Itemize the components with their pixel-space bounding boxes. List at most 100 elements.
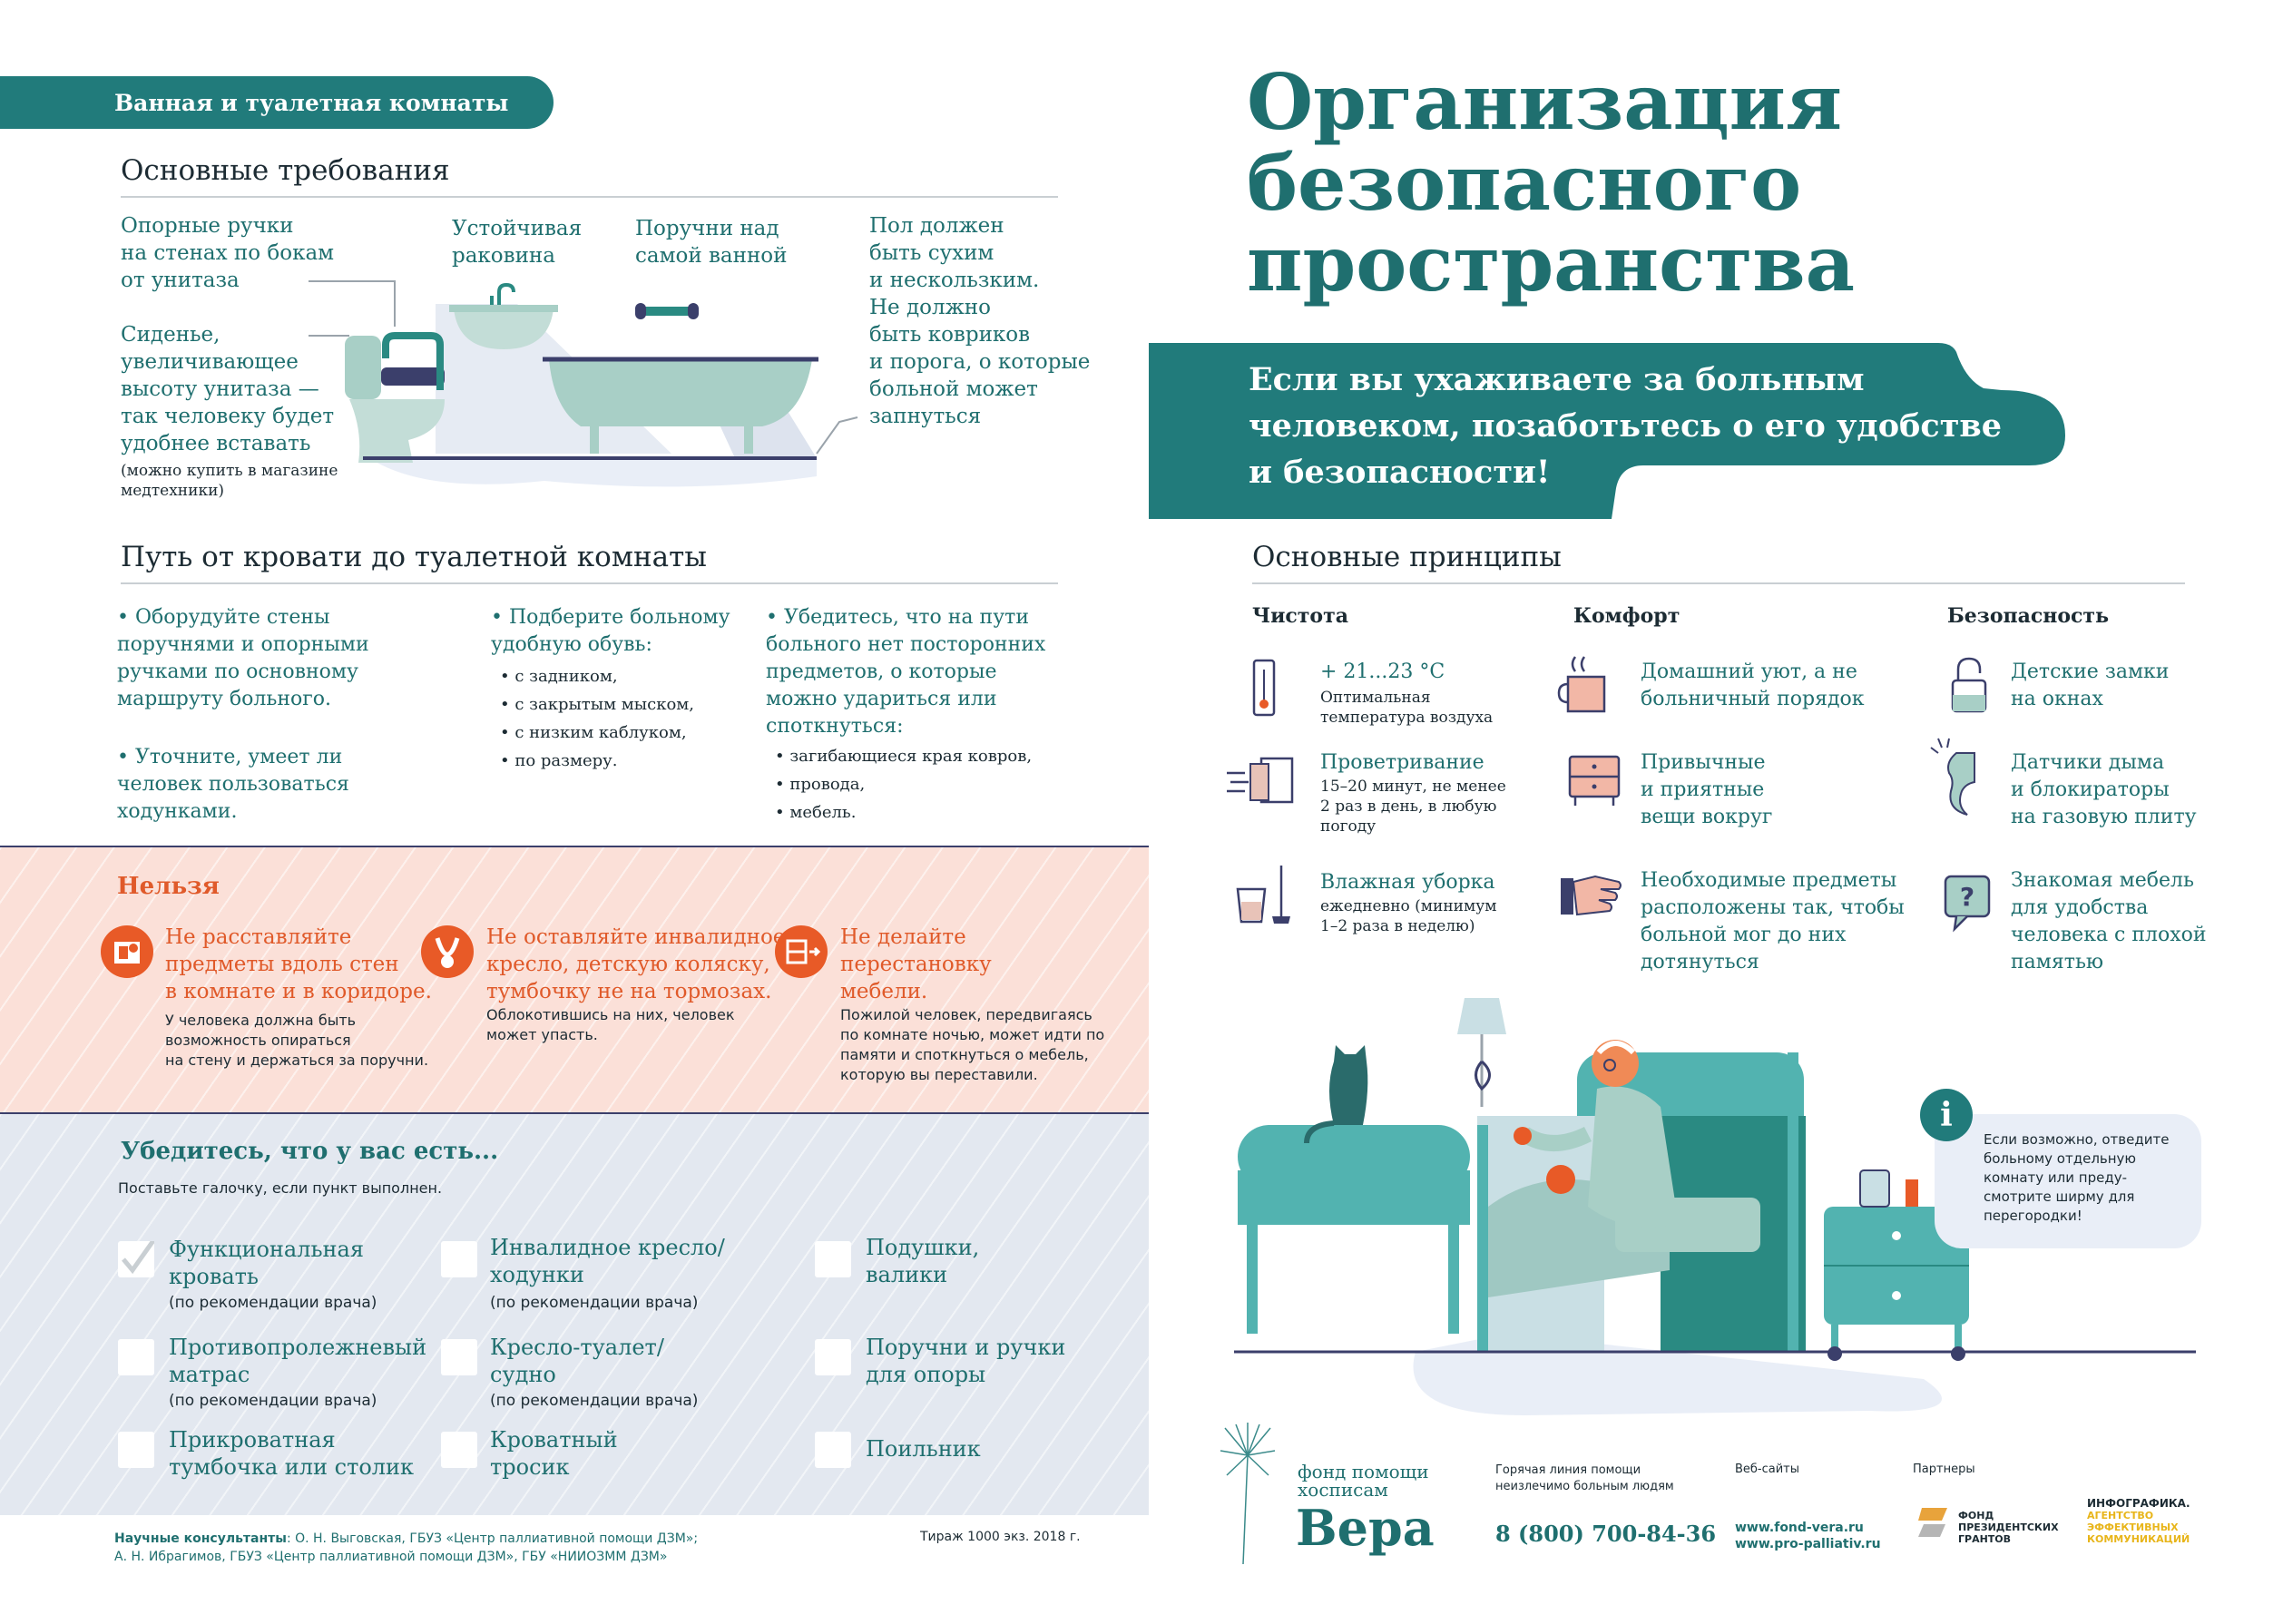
principle-col-comfort: Комфорт [1573, 604, 1680, 628]
dont-3-text: Пожилой человек, передвигаясь по комнате… [840, 1006, 1105, 1083]
hotline-phone[interactable]: 8 (800) 700-84-36 [1495, 1521, 1717, 1547]
consultants-credit: Научные консультанты: О. Н. Выговская, Г… [114, 1530, 698, 1566]
principle-temperature: + 21...23 °С [1320, 660, 1445, 683]
no-furniture-walls-icon [101, 925, 153, 978]
consultants-label: Научные консультанты [114, 1531, 287, 1546]
checkbox[interactable] [815, 1432, 851, 1468]
bath-seat-text: Сиденье, увеличивающее высоту унитаза — … [121, 323, 335, 455]
website-link-fond-vera[interactable]: www.fond-vera.ru [1735, 1521, 1864, 1535]
checkbox[interactable] [815, 1339, 851, 1375]
mug-icon [1557, 656, 1606, 713]
principle-familiar-things: Привычные и приятные вещи вокруг [1641, 751, 1773, 828]
principle-temperature-note: Оптимальная температура воздуха [1320, 689, 1494, 727]
path-obstacles-list: • загибающиеся края ковров, • провода, •… [775, 742, 1032, 827]
bath-sink-text: Устойчивая раковина [452, 217, 583, 268]
dont-section [0, 846, 1149, 1112]
checkbox-checked[interactable] [118, 1238, 157, 1277]
path-bullet-shoes: • Подберите больному удобную обувь: [491, 606, 730, 656]
website-link-pro-palliativ[interactable]: www.pro-palliativ.ru [1735, 1537, 1881, 1551]
principle-wet-cleaning: Влажная уборка [1320, 871, 1495, 894]
path-heading-rule [121, 582, 1058, 584]
reaching-hand-icon [1561, 875, 1622, 916]
partners-label: Партнеры [1913, 1463, 1975, 1476]
principle-smoke-detectors: Датчики дыма и блокираторы на газовую пл… [2011, 751, 2197, 828]
checkbox[interactable] [441, 1432, 477, 1468]
dont-2-title: Не оставляйте инвалидное кресло, детскую… [486, 925, 786, 1003]
bath-heading: Основные требования [121, 154, 450, 187]
path-shoes-list: • с задником, • с закрытым мыском, • с н… [500, 662, 694, 775]
checkbox[interactable] [815, 1241, 851, 1277]
fund-logo-text: Вера [1296, 1499, 1435, 1557]
list-item: • с закрытым мыском, [500, 695, 695, 714]
dandelion-logo [1220, 1423, 1276, 1565]
principle-familiar-furniture: Знакомая мебель для удобства человека с … [2011, 869, 2207, 973]
checklist-item-label: Инвалидное кресло/ ходунки [490, 1235, 725, 1287]
list-item: • по размеру. [500, 751, 618, 770]
principle-col-safety: Безопасность [1947, 604, 2109, 628]
checkbox[interactable] [441, 1241, 477, 1277]
mop-bucket-icon [1236, 866, 1290, 924]
dont-2-text: Облокотившись на них, человек может упас… [486, 1006, 735, 1043]
principle-child-locks: Детские замки на окнах [2011, 660, 2170, 710]
checkbox[interactable] [118, 1339, 154, 1375]
print-run: Тираж 1000 экз. 2018 г. [920, 1530, 1081, 1544]
partner-infographics-title: ИНФОГРАФИКА. [2087, 1497, 2190, 1510]
list-item: • с задником, [500, 667, 618, 686]
bedroom-illustration [1234, 998, 2196, 1415]
section-badge-bathroom: Ванная и туалетная комнаты [0, 76, 554, 129]
websites-label: Веб-сайты [1735, 1463, 1800, 1476]
path-bullet-obstacles: • Убедитесь, что на пути больного нет по… [766, 606, 1046, 738]
principles-heading: Основные принципы [1252, 541, 1562, 573]
checklist-item-label: Кроватный тросик [490, 1427, 618, 1480]
checklist-item-label: Кресло-туалет/ судно [490, 1335, 664, 1387]
path-bullet-walker: • Уточните, умеет ли человек пользоватьс… [117, 746, 349, 823]
thermometer-icon [1252, 659, 1276, 717]
partner-infographics-agency: АГЕНТСТВО ЭФФЕКТИВНЫХ КОММУНИКАЦИЙ [2087, 1510, 2190, 1545]
checklist-item-label: Поильник [866, 1436, 981, 1462]
checklist-item-note: (по рекомендации врача) [169, 1392, 377, 1410]
checklist-item-note: (по рекомендации врача) [169, 1294, 377, 1312]
banner-text: Если вы ухаживаете за больным человеком,… [1249, 361, 2002, 491]
hotline-label: Горячая линия помощи неизлечимо больным … [1495, 1463, 1674, 1493]
checklist-section [0, 1112, 1149, 1515]
path-bullet-rails: • Оборудуйте стены поручнями и опорными … [117, 606, 369, 710]
banner-shape [1149, 343, 2065, 519]
checklist-item-note: (по рекомендации врача) [490, 1294, 699, 1312]
bath-grab-bars-text: Опорные ручки на стенах по бокам от унит… [121, 214, 335, 292]
smoke-detector-icon [1930, 738, 1975, 816]
bath-floor-text: Пол должен быть сухим и нескользким. Не … [869, 214, 1091, 428]
checkbox[interactable] [441, 1339, 477, 1375]
bathroom-illustration [309, 280, 858, 487]
list-item: • провода, [775, 775, 866, 794]
dont-3-title: Не делайте перестановку мебели. [840, 925, 992, 1003]
bath-seat-note: (можно купить в магазине медтехники) [121, 462, 338, 500]
checkbox[interactable] [118, 1432, 154, 1468]
principle-ventilation: Проветривание [1320, 751, 1484, 774]
path-heading: Путь от кровати до туалетной комнаты [121, 541, 707, 573]
question-bubble-icon: ? [1944, 875, 1991, 933]
checklist-item-label: Функциональная кровать [169, 1237, 364, 1289]
dresser-icon [1568, 755, 1621, 806]
principles-heading-rule [1252, 582, 2185, 584]
svg-text:?: ? [1960, 882, 1974, 912]
fund-name-line-1: фонд помощи [1298, 1461, 1429, 1482]
checklist-item-label: Поручни и ручки для опоры [866, 1335, 1066, 1387]
list-item: • с низким каблуком, [500, 723, 687, 742]
fund-name-line-2: хосписам [1298, 1479, 1388, 1501]
principle-within-reach: Необходимые предметы расположены так, чт… [1641, 869, 1905, 973]
info-text: Если возможно, отведите больному отдельн… [1984, 1131, 2170, 1224]
dont-heading: Нельзя [117, 873, 220, 900]
info-icon-glyph: i [1940, 1096, 1953, 1134]
list-item: • мебель. [775, 803, 857, 822]
no-brakes-icon [421, 925, 474, 978]
bath-heading-rule [121, 196, 1058, 198]
info-icon: i [1920, 1089, 1973, 1141]
dont-1-title: Не расставляйте предметы вдоль стен в ко… [165, 925, 432, 1003]
consultants-line-1: Научные консультанты: О. Н. Выговская, Г… [114, 1530, 698, 1548]
page-title: Организация безопасного пространства [1247, 57, 1856, 308]
dont-1-text: У человека должна быть возможность опира… [165, 1012, 429, 1069]
consultants-text-1: : О. Н. Выговская, ГБУЗ «Центр паллиатив… [286, 1531, 699, 1546]
principle-col-cleanliness: Чистота [1252, 604, 1348, 628]
checklist-subtitle: Поставьте галочку, если пункт выполнен. [118, 1179, 443, 1197]
principle-wet-cleaning-note: ежедневно (минимум 1–2 раза в неделю) [1320, 897, 1497, 935]
